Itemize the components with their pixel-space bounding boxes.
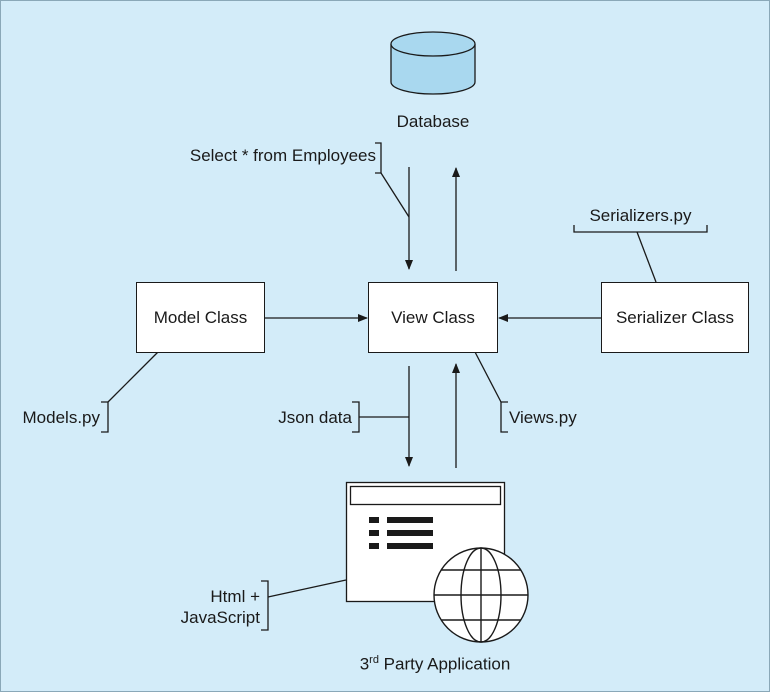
- view-class-label: View Class: [391, 307, 475, 327]
- query-bracket: [375, 142, 410, 218]
- html-annotation-line2: JavaScript: [180, 608, 260, 627]
- model-class-label: Model Class: [153, 307, 248, 327]
- models-file-annotation: Models.py: [22, 408, 100, 427]
- models-bracket: [101, 351, 159, 433]
- serializer-class-box: Serializer Class: [601, 282, 749, 353]
- third-party-rest: Party Application: [378, 654, 511, 674]
- views-bracket: [474, 351, 508, 433]
- list-icon: [369, 517, 433, 549]
- views-file-annotation: Views.py: [509, 408, 577, 427]
- browser-address-bar: [349, 485, 502, 506]
- third-party-superscript: rd: [369, 654, 379, 666]
- browser-window-icon: [345, 481, 506, 603]
- serializers-file-annotation: Serializers.py: [589, 206, 692, 225]
- third-party-prefix: 3: [359, 654, 370, 674]
- third-party-label: 3rd Party Application: [320, 650, 550, 675]
- serializer-class-label: Serializer Class: [615, 307, 735, 327]
- database-icon: [390, 31, 476, 95]
- query-annotation: Select * from Employees: [189, 146, 376, 165]
- html-bracket: [261, 579, 347, 631]
- json-data-annotation: Json data: [278, 408, 352, 427]
- globe-icon: [433, 547, 529, 643]
- view-class-box: View Class: [368, 282, 498, 353]
- serializers-bracket: [573, 225, 708, 283]
- database-label: Database: [396, 112, 470, 131]
- json-bracket: [352, 401, 409, 433]
- model-class-box: Model Class: [136, 282, 265, 353]
- html-annotation-line1: Html +: [210, 587, 260, 606]
